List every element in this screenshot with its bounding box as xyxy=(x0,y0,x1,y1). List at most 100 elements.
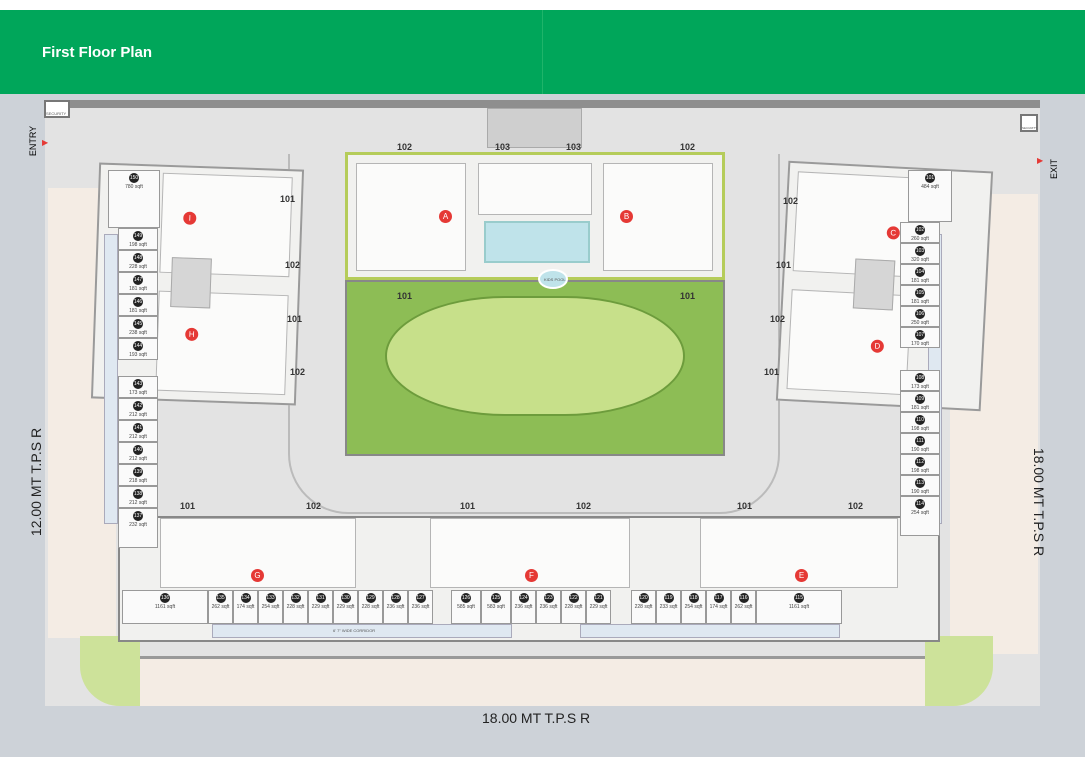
corridor-left xyxy=(104,234,118,524)
shop-area: 262 sqft xyxy=(211,604,230,610)
shop-area: 228 sqft xyxy=(129,264,147,270)
shop-number: 118 xyxy=(688,593,699,603)
shop-area: 236 sqft xyxy=(539,604,558,610)
shop-area: 583 sqft xyxy=(487,604,505,610)
shop-number: 134 xyxy=(240,593,251,603)
shop-area: 254 sqft xyxy=(684,604,703,610)
shop-number: 111 xyxy=(915,436,925,446)
corridor-bottom-right xyxy=(580,624,840,638)
flat-number: 101 xyxy=(397,291,413,301)
shop-number: 135 xyxy=(215,593,226,603)
block-f: F xyxy=(430,518,630,588)
shop-number: 107 xyxy=(915,330,925,340)
shop-area: 320 sqft xyxy=(911,257,929,263)
shop-area: 233 sqft xyxy=(659,604,678,610)
entry-label: ENTRY xyxy=(28,125,39,157)
shop-number: 139 xyxy=(133,467,143,477)
page-title: First Floor Plan xyxy=(42,44,153,61)
shop-number: 113 xyxy=(915,478,925,488)
shop-number: 147 xyxy=(133,275,143,285)
kitchen-utility-block xyxy=(487,108,582,148)
shop-number: 108 xyxy=(915,373,925,383)
header-divider xyxy=(542,10,543,94)
entry-arrow-icon: ▶ xyxy=(42,138,49,147)
flat-number: 102 xyxy=(576,501,592,511)
exit-label: EXIT xyxy=(1049,158,1060,180)
shop-area: 250 sqft xyxy=(911,320,929,326)
road-label-right: 18.00 MT T.P.S R xyxy=(1031,447,1048,557)
flat-number: 102 xyxy=(783,196,799,206)
shop-number: 141 xyxy=(133,423,143,433)
shop-area: 174 sqft xyxy=(236,604,255,610)
flat-number: 102 xyxy=(770,314,786,324)
shop-number: 142 xyxy=(133,401,143,411)
shop-number: 146 xyxy=(133,297,143,307)
shop-area: 229 sqft xyxy=(336,604,355,610)
shop-area: 228 sqft xyxy=(564,604,583,610)
flat-number: 102 xyxy=(848,501,864,511)
shop-area: 1161 sqft xyxy=(154,604,176,610)
flat-number: 102 xyxy=(397,142,413,152)
shop-area: 181 sqft xyxy=(129,286,147,292)
shop-area: 232 sqft xyxy=(129,522,147,528)
shop-number: 131 xyxy=(315,593,326,603)
shop-number: 140 xyxy=(133,445,143,455)
shop-area: 236 sqft xyxy=(386,604,405,610)
shop-area: 174 sqft xyxy=(709,604,728,610)
shop-area: 181 sqft xyxy=(911,299,929,305)
flat-layout xyxy=(478,163,592,215)
shop-number: 123 xyxy=(543,593,554,603)
boundary-wall xyxy=(45,100,1040,108)
shop-area: 484 sqft xyxy=(921,184,939,190)
shop-number: 148 xyxy=(133,253,143,263)
corridor-bottom-left: 6' 7" WIDE CORRIDOR xyxy=(212,624,512,638)
kids-pool: KIDS POOL xyxy=(538,269,568,289)
shop-number: 112 xyxy=(915,457,925,467)
flat-number: 101 xyxy=(280,194,296,204)
security-cabin-left: SECURITY xyxy=(44,100,70,118)
shop-area: 236 sqft xyxy=(514,604,533,610)
floor-plan: 12.00 MT T.P.S R 18.00 MT T.P.S R 18.00 … xyxy=(0,94,1085,757)
shop-area: 212 sqft xyxy=(129,456,147,462)
shop-number: 110 xyxy=(915,415,925,425)
shop-number: 136 xyxy=(160,593,170,603)
shop-number: 114 xyxy=(915,499,925,509)
tower-marker-b: B xyxy=(620,210,633,223)
shop-area: 198 sqft xyxy=(911,426,929,432)
shop-area: 236 sqft xyxy=(411,604,430,610)
central-garden xyxy=(345,280,725,456)
shop-number: 128 xyxy=(390,593,401,603)
shop-area: 173 sqft xyxy=(911,384,929,390)
shop-area: 212 sqft xyxy=(129,412,147,418)
block-g: G xyxy=(160,518,356,588)
flat-number: 101 xyxy=(680,291,696,301)
shop-area: 190 sqft xyxy=(911,447,929,453)
shop-area: 173 sqft xyxy=(129,390,147,396)
